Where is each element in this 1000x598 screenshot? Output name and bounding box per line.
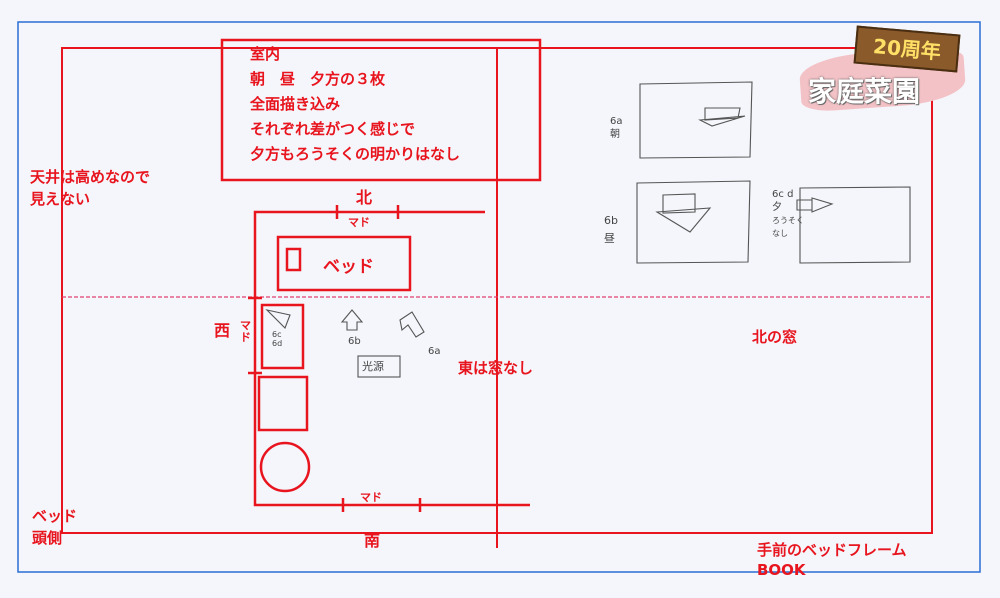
south-label: 南 [364, 531, 381, 550]
panel-label-line: 6a [610, 116, 623, 127]
bed-head-note: ベッド 頭側 [32, 505, 77, 549]
panel-label-row: 6c d [772, 188, 804, 201]
note-line: 朝 昼 夕方の３枚 [250, 70, 386, 88]
panel-6b-label: 6b 昼 [604, 212, 618, 248]
west-label: 西 [214, 321, 231, 340]
panel-6a-label: 6a 朝 [610, 115, 623, 141]
blue-frame [17, 21, 981, 573]
front-frame-note: 手前のベッドフレーム BOOK [757, 540, 907, 580]
pencil-sketches [265, 81, 911, 378]
west-marks: 6c 6d [272, 330, 282, 348]
room-plan [220, 38, 542, 512]
bed-label: ベッド [323, 257, 374, 277]
note-line: 夕方もろうそくの明かりはなし [250, 145, 461, 163]
front-frame-line: 手前のベッドフレーム [757, 541, 907, 559]
mark: 6d [272, 339, 283, 348]
window-bottom-label: マド [360, 491, 382, 504]
north-window-label: 北の窓 [752, 328, 798, 346]
ceiling-note: 天井は高めなので 見えない [30, 166, 150, 210]
panel-label-line: 昼 [604, 232, 615, 245]
panel-label-line: d [787, 189, 794, 200]
panel-6c-label: 6c d 夕 ろうそく なし [772, 188, 804, 240]
north-label: 北 [356, 188, 373, 207]
light-source-label: 光源 [362, 360, 384, 373]
panel-label-line: 朝 [610, 129, 620, 140]
anniversary-logo: 20周年 家庭菜園 [798, 22, 970, 113]
note-line: 全面描き込み [250, 95, 341, 113]
front-frame-line: BOOK [757, 561, 806, 579]
bed-head-line: 頭側 [32, 529, 63, 547]
red-frame [61, 47, 933, 548]
arrow-6b-label: 6b [348, 336, 361, 347]
note-line: 室内 [250, 45, 281, 63]
panel-label-line: 6b [604, 214, 618, 227]
east-label: 東は窓なし [458, 359, 534, 377]
window-west-label: マド [240, 319, 251, 344]
note-line: それぞれ差がつく感じで [250, 120, 416, 138]
mark: 6c [272, 330, 282, 339]
bed-head-line: ベッド [32, 507, 78, 525]
window-top-label: マド [348, 216, 370, 229]
arrow-6a-label: 6a [428, 346, 441, 357]
panel-label-line: なし [772, 229, 788, 238]
ceiling-note-line: 見えない [30, 190, 91, 208]
panel-label-line: 夕 [772, 202, 782, 213]
ceiling-note-line: 天井は高めなので [30, 168, 151, 186]
panel-label-line: ろうそく [772, 216, 804, 225]
logo-title: 家庭菜園 [808, 75, 921, 108]
notes-box: 室内 朝 昼 夕方の３枚 全面描き込み それぞれ差がつく感じで 夕方もろうそくの… [250, 42, 460, 167]
panel-label-line: 6c [772, 189, 784, 200]
